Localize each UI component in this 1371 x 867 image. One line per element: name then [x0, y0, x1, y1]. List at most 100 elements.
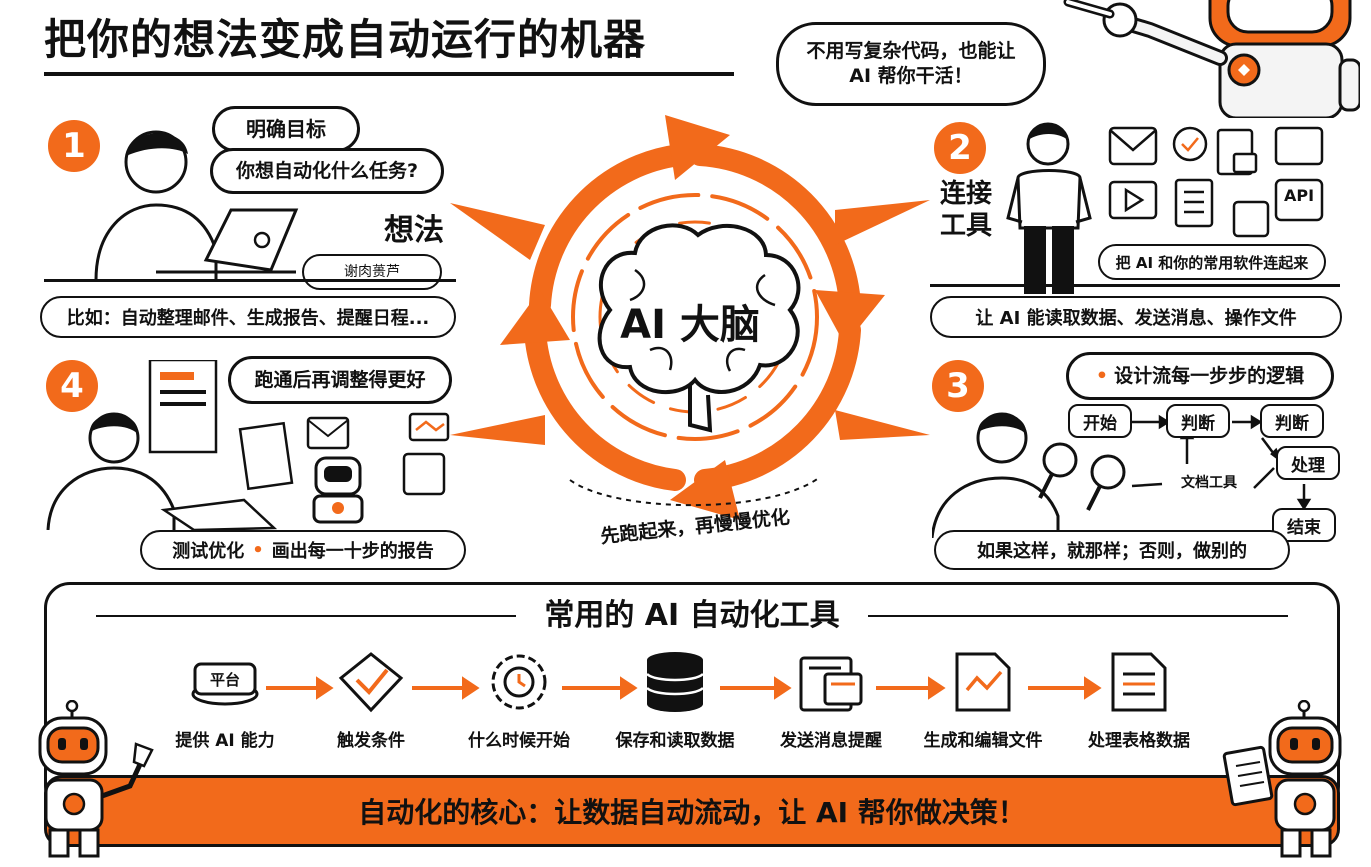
bottom-banner: 自动化的核心：让数据自动流动，让 AI 帮你做决策！: [44, 775, 1340, 847]
inbox-icon: [1232, 200, 1270, 238]
refresh-icon: [402, 452, 446, 496]
step2-heading: 连接 工具: [940, 178, 992, 242]
step3-number: 3: [946, 366, 970, 406]
flow-process-box: 处理: [1276, 446, 1340, 480]
flow-start: 开始: [1083, 413, 1117, 434]
tools-heading-rule-left: [96, 615, 516, 617]
flow-end: 结束: [1287, 517, 1321, 538]
tool-item: 生成和编辑文件: [908, 650, 1058, 751]
top-bubble-line1: 不用写复杂代码，也能让: [806, 40, 1016, 63]
step1-number: 1: [62, 126, 86, 166]
arrow-arc-top-left: [529, 144, 691, 316]
tool-item: 触发条件: [296, 650, 446, 751]
step1-number-badge: 1: [48, 120, 100, 172]
step1-doodle-text: 谢肉蒉芦: [344, 263, 400, 280]
tool-item: 发送消息提醒: [756, 650, 906, 751]
tool-item: 什么时候开始: [444, 650, 594, 751]
clock-gear-icon: [491, 654, 547, 710]
tool-item: 平台 提供 AI 能力: [150, 650, 300, 751]
page-title: 把你的想法变成自动运行的机器: [44, 15, 647, 64]
flow-judge1-box: 判断: [1166, 404, 1230, 438]
step2-desc-pill: 让 AI 能读取数据、发送消息、操作文件: [930, 296, 1342, 338]
flow-judge2: 判断: [1275, 413, 1309, 434]
bottom-banner-text: 自动化的核心：让数据自动流动，让 AI 帮你做决策！: [358, 796, 1026, 829]
tool-item: 处理表格数据: [1064, 650, 1214, 751]
step4-bubble: 跑通后再调整得更好: [228, 356, 452, 404]
step4-desc-sep: •: [252, 539, 264, 561]
api-label: API: [1283, 186, 1315, 205]
step3-number-badge: 3: [932, 360, 984, 412]
step1-doodle-bubble: 谢肉蒉芦: [302, 254, 442, 290]
app-icons-grid: [1108, 126, 1324, 238]
tools-flow-arrows: [266, 676, 1102, 700]
step4-number: 4: [60, 366, 84, 406]
step2-number-badge: 2: [934, 122, 986, 174]
tools-heading-rule-right: [868, 615, 1288, 617]
flow-doc-tool: 文档工具: [1181, 475, 1237, 491]
step1-example-pill: 比如：自动整理邮件、生成报告、提醒日程...: [40, 296, 456, 338]
robot-with-wrench-illustration: [38, 700, 154, 858]
step3-bullet: •: [1095, 364, 1109, 387]
tool-label: 触发条件: [337, 731, 405, 751]
step1-example-text: 比如：自动整理邮件、生成报告、提醒日程...: [66, 308, 430, 329]
step2-desc-text: 让 AI 能读取数据、发送消息、操作文件: [975, 308, 1297, 329]
arrow-arc-top-right: [689, 144, 861, 316]
tool-label: 发送消息提醒: [780, 731, 882, 751]
tool-item: 保存和读取数据: [600, 650, 750, 751]
ai-brain-label: AI 大脑: [620, 302, 760, 348]
step1-question-bubble: 你想自动化什么任务?: [210, 148, 444, 194]
step4-desc-b: 画出每一十步的报告: [271, 541, 434, 562]
api-icon: [1274, 178, 1324, 222]
step1-heading: 想法: [384, 213, 444, 248]
flowchart-illustration: [932, 412, 1312, 538]
message-icon: [799, 656, 863, 712]
flow-judge1: 判断: [1181, 413, 1215, 434]
check-badge-icon: [1172, 126, 1208, 162]
pointing-robot-illustration: [1063, 0, 1360, 118]
tool-label: 保存和读取数据: [615, 731, 735, 751]
spreadsheet-icon: [1111, 652, 1167, 712]
person-testing-illustration: [46, 360, 450, 530]
mail-icon: [306, 416, 350, 450]
database-icon: [646, 652, 704, 712]
mail-icon: [1108, 126, 1158, 166]
person-laptop-illustration: [94, 130, 299, 280]
cycle-arrows-diagram: [450, 115, 930, 520]
top-bubble-line2: AI 帮你干活！: [849, 65, 973, 87]
top-speech-bubble: 不用写复杂代码，也能让 AI 帮你干活！: [776, 22, 1046, 106]
chart-icon: [408, 412, 450, 442]
step3-desc-pill: 如果这样，就那样；否则，做别的: [934, 530, 1290, 570]
step2-divider: [930, 284, 1340, 287]
arrow-arc-bottom-left: [524, 319, 686, 491]
tool-label: 什么时候开始: [468, 731, 570, 751]
tool-label: 处理表格数据: [1088, 731, 1190, 751]
flow-start-box: 开始: [1068, 404, 1132, 438]
step4-number-badge: 4: [46, 360, 98, 412]
step1-question-text: 你想自动化什么任务?: [235, 159, 419, 182]
title-underline: [44, 72, 734, 76]
standing-person-illustration: [1006, 122, 1092, 294]
trigger-icon: [338, 652, 404, 713]
document-edit-icon: [955, 652, 1011, 712]
tools-heading: 常用的 AI 自动化工具: [544, 598, 840, 633]
step1-divider: [44, 279, 456, 282]
step2-heading-line1: 连接: [940, 179, 993, 209]
step4-desc-pill: 测试优化 • 画出每一十步的报告: [140, 530, 466, 570]
arrow-arc-bottom-right: [694, 319, 861, 491]
platform-icon-text: 平台: [210, 671, 240, 689]
step4-bubble-text: 跑通后再调整得更好: [254, 368, 426, 391]
robot-with-clipboard-illustration: [1222, 700, 1342, 858]
step4-desc-a: 测试优化: [172, 541, 245, 562]
step1-goal-text: 明确目标: [246, 117, 326, 141]
platform-icon: 平台: [191, 662, 259, 706]
step3-desc-text: 如果这样，就那样；否则，做别的: [977, 541, 1247, 562]
step2-number: 2: [948, 128, 972, 168]
step2-connect-text: 把 AI 和你的常用软件连起来: [1115, 253, 1309, 272]
profile-card-icon: [1274, 126, 1324, 166]
step3-bubble: •设计流每一步步的逻辑: [1066, 352, 1334, 400]
tool-label: 生成和编辑文件: [923, 731, 1043, 751]
step2-heading-line2: 工具: [940, 211, 993, 241]
flow-judge2-box: 判断: [1260, 404, 1324, 438]
step3-bubble-text: 设计流每一步步的逻辑: [1114, 364, 1305, 387]
flow-process: 处理: [1291, 455, 1325, 476]
